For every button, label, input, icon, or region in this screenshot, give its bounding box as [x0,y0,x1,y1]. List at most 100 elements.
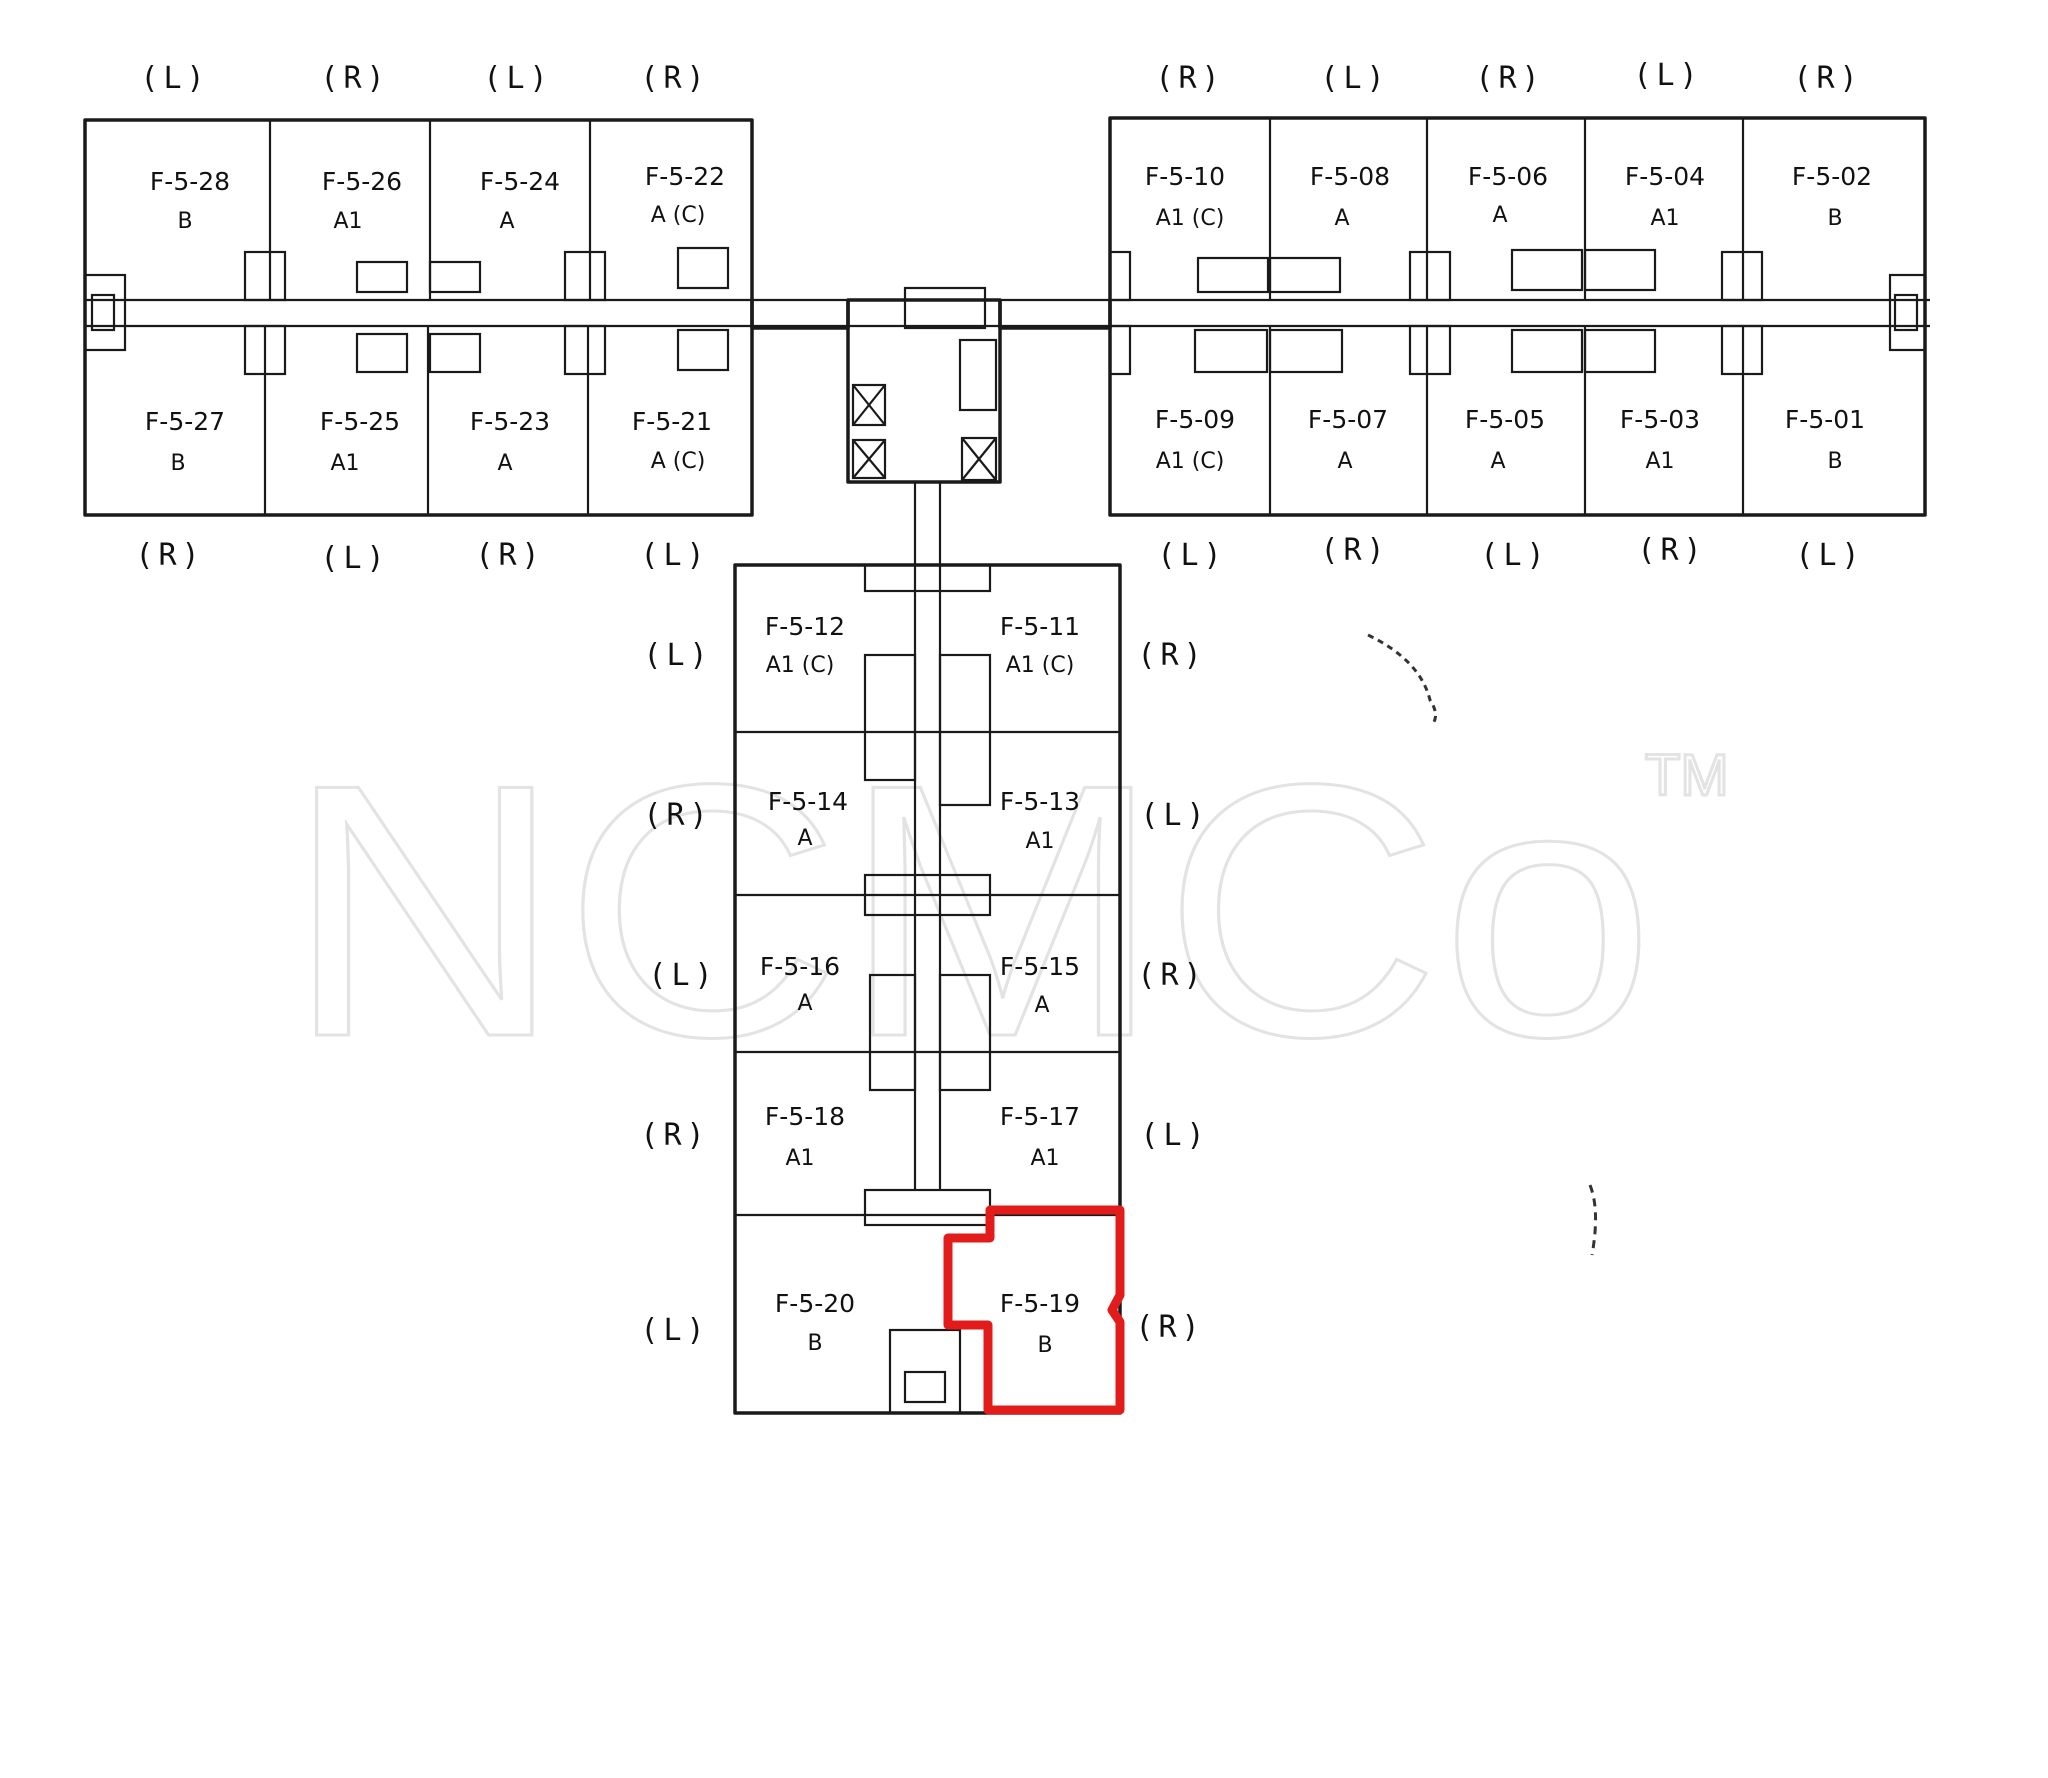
unit-type: A1 (C) [1156,449,1225,474]
unit-F-5-18: F-5-18 A1 (R) [640,1102,845,1171]
unit-code: F-5-09 [1155,405,1235,434]
side-label: (R) [1135,1310,1204,1345]
unit-F-5-13: F-5-13 A1 (L) [1000,787,1209,854]
side-label: (R) [1637,533,1706,568]
side-label: (L) [1140,798,1209,833]
unit-type: A [1492,203,1507,228]
unit-F-5-07: F-5-07 A (R) [1308,405,1389,568]
stray-marks [1367,633,1598,1256]
unit-F-5-01: F-5-01 B (L) [1785,405,1865,573]
unit-code: F-5-27 [145,407,225,436]
unit-F-5-02: F-5-02 B (R) [1792,61,1872,231]
unit-code: F-5-25 [320,407,400,436]
watermark: NCMCo TM [284,709,1731,1114]
unit-type: A [797,991,812,1016]
side-label: (R) [643,798,712,833]
side-label: (L) [1140,1118,1209,1153]
side-label: (L) [643,638,712,673]
unit-type: A [1334,206,1349,231]
unit-code: F-5-17 [1000,1102,1080,1131]
unit-code: F-5-12 [765,612,845,641]
unit-code: F-5-24 [480,167,560,196]
unit-type: A1 [333,209,362,234]
side-label: (R) [1475,61,1544,96]
unit-type: B [807,1331,822,1356]
unit-type: A [499,209,514,234]
unit-code: F-5-23 [470,407,550,436]
unit-code: F-5-26 [322,167,402,196]
unit-type: B [1827,206,1842,231]
side-label: (R) [135,538,204,573]
unit-type: B [170,451,185,476]
side-label: (L) [320,541,389,576]
unit-type: A [1337,449,1352,474]
unit-type: A1 [330,451,359,476]
unit-F-5-21: F-5-21 A (C) (L) [632,407,712,573]
unit-F-5-12: F-5-12 A1 (C) (L) [643,612,845,678]
unit-code: F-5-04 [1625,162,1705,191]
unit-code: F-5-05 [1465,405,1545,434]
side-label: (L) [648,958,717,993]
unit-type: A [797,826,812,851]
unit-F-5-08: F-5-08 A (L) [1310,61,1390,231]
side-label: (L) [640,1313,709,1348]
unit-code: F-5-15 [1000,952,1080,981]
unit-F-5-03: F-5-03 A1 (R) [1620,405,1706,568]
unit-F-5-19: F-5-19 B (R) [1000,1289,1204,1358]
watermark-trademark: TM [1645,743,1729,808]
unit-type: A1 [785,1146,814,1171]
side-label: (R) [1793,61,1862,96]
unit-code: F-5-22 [645,162,725,191]
unit-code: F-5-06 [1468,162,1548,191]
unit-type: A1 [1025,829,1054,854]
unit-code: F-5-14 [768,787,848,816]
unit-F-5-05: F-5-05 A (L) [1465,405,1549,573]
unit-F-5-22: F-5-22 A (C) (R) [640,61,725,228]
unit-F-5-28: F-5-28 B (L) [140,61,230,234]
unit-type: A1 (C) [766,653,835,678]
unit-code: F-5-08 [1310,162,1390,191]
side-label: (L) [640,538,709,573]
unit-type: A1 (C) [1156,206,1225,231]
side-label: (R) [1137,638,1206,673]
unit-F-5-27: F-5-27 B (R) [135,407,225,573]
unit-code: F-5-03 [1620,405,1700,434]
unit-code: F-5-20 [775,1289,855,1318]
unit-type: A1 [1650,206,1679,231]
central-core [750,286,1112,1190]
unit-F-5-04: F-5-04 A1 (L) [1625,58,1705,231]
unit-code: F-5-02 [1792,162,1872,191]
unit-code: F-5-16 [760,952,840,981]
unit-F-5-24: F-5-24 A (L) [480,61,560,234]
unit-type: A [1034,993,1049,1018]
side-label: (R) [1155,61,1224,96]
unit-type: A [497,451,512,476]
unit-code: F-5-21 [632,407,712,436]
unit-type: B [177,209,192,234]
side-label: (L) [1633,58,1702,93]
side-label: (R) [1137,958,1206,993]
unit-code: F-5-18 [765,1102,845,1131]
unit-code: F-5-07 [1308,405,1388,434]
side-label: (L) [1480,538,1549,573]
unit-F-5-26: F-5-26 A1 (R) [320,61,402,234]
unit-code: F-5-10 [1145,162,1225,191]
unit-type: A1 [1645,449,1674,474]
unit-F-5-15: F-5-15 A (R) [1000,952,1206,1018]
side-label: (R) [1320,533,1389,568]
side-label: (L) [1320,61,1389,96]
unit-code: F-5-19 [1000,1289,1080,1318]
unit-F-5-25: F-5-25 A1 (L) [320,407,400,576]
unit-F-5-10: F-5-10 A1 (C) (R) [1145,61,1225,231]
side-label: (L) [1795,538,1864,573]
side-label: (R) [320,61,389,96]
side-label: (R) [475,538,544,573]
unit-code: F-5-28 [150,167,230,196]
unit-code: F-5-01 [1785,405,1865,434]
unit-type: A1 [1030,1146,1059,1171]
unit-F-5-09: F-5-09 A1 (C) (L) [1155,405,1235,573]
unit-type: A1 (C) [1006,653,1075,678]
unit-type: A [1490,449,1505,474]
unit-F-5-23: F-5-23 A (R) [470,407,550,573]
unit-code: F-5-11 [1000,612,1080,641]
